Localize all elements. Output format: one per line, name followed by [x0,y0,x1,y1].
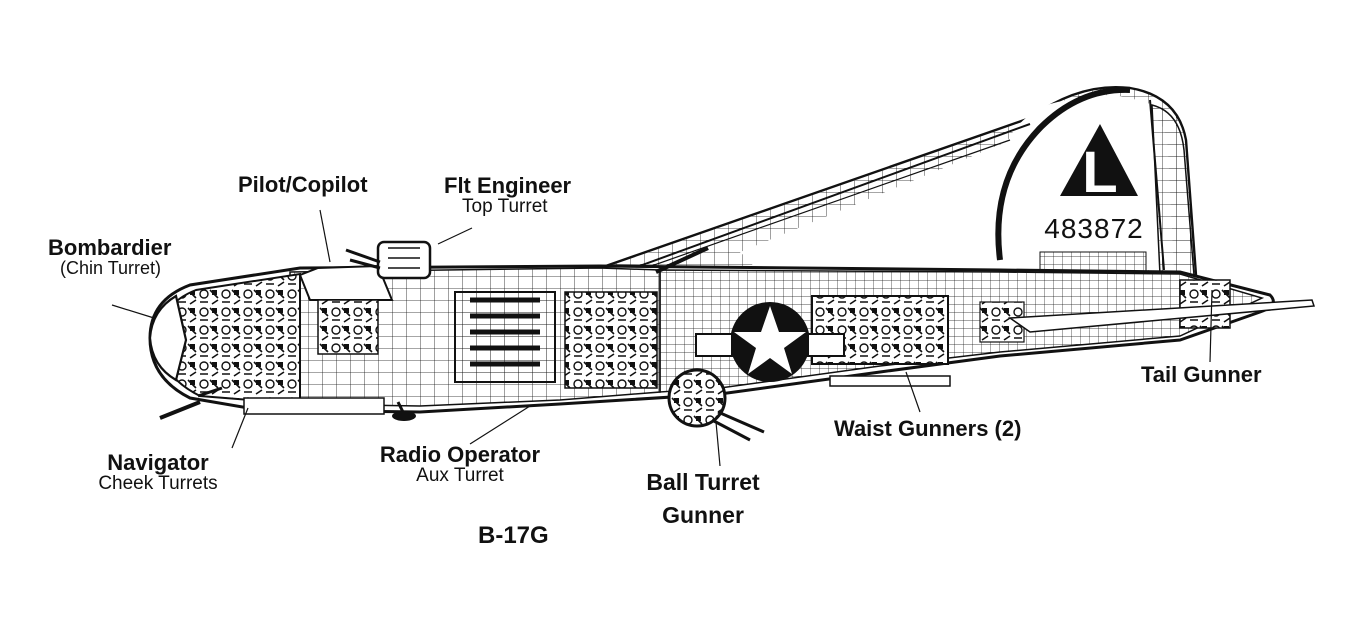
radio-gun [655,246,709,274]
label-radio-main: Radio Operator [379,442,541,467]
label-bombardier-sub: (Chin Turret) [60,258,162,279]
star-insignia [695,302,845,382]
ball-turret [667,368,765,442]
label-radio-sub: Aux Turret [416,465,504,487]
label-navigator: Navigator Cheek Turrets [78,451,238,494]
label-pilot: Pilot/Copilot [238,173,368,196]
label-ball-line2: Gunner [662,502,744,529]
tail-insignia: L [1060,124,1138,205]
label-engineer: Flt Engineer Top Turret [444,174,571,217]
leader-lines [111,209,1213,467]
label-bombardier-main: Bombardier [48,235,172,260]
label-tail-main: Tail Gunner [1141,362,1262,387]
waist-guns [829,375,951,387]
nose-guns [159,386,416,421]
label-engineer-sub: Top Turret [462,196,548,218]
label-tail-gunner: Tail Gunner [1141,363,1262,386]
label-bombardier: Bombardier (Chin Turret) [48,236,171,278]
label-engineer-main: Flt Engineer [444,173,572,198]
label-radio-operator: Radio Operator Aux Turret [364,443,556,486]
label-navigator-main: Navigator [107,450,209,475]
top-turret [345,240,432,280]
label-waist-main: Waist Gunners (2) [834,416,1022,441]
label-waist-gunners: Waist Gunners (2) [834,417,1021,440]
label-ball-turret-gunner: Ball Turret Gunner [634,466,772,533]
tail-code: 483872 [1044,213,1143,244]
label-ball-line1: Ball Turret [646,469,760,495]
label-pilot-main: Pilot/Copilot [238,172,368,197]
label-navigator-sub: Cheek Turrets [98,473,218,495]
tail-letter: L [1082,140,1117,205]
aircraft-model-caption: B-17G [478,522,549,549]
